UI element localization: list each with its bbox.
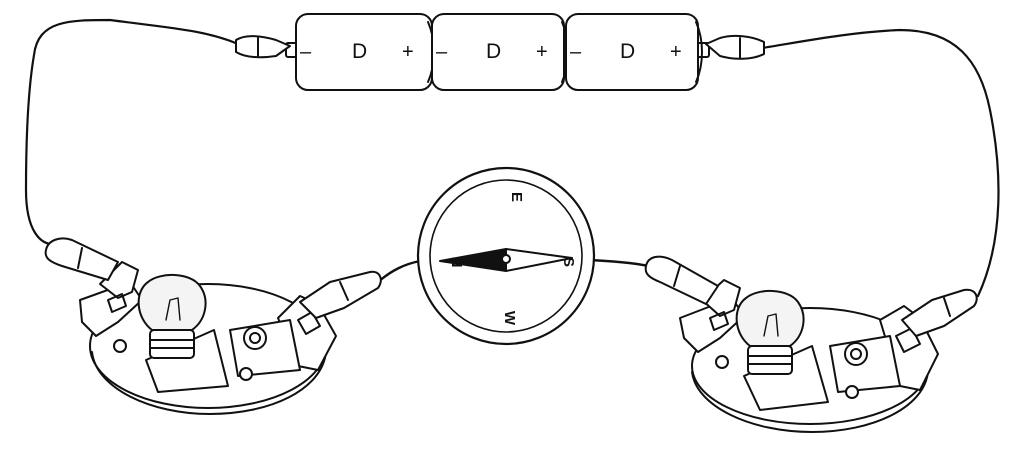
- bulb-holder-left: [44, 237, 382, 415]
- battery-3-positive-sign: +: [670, 41, 682, 63]
- wire-battery-to-left-bulb: [24, 18, 240, 246]
- compass-letter-north: N: [448, 257, 465, 268]
- screw-right: [844, 342, 868, 366]
- battery-2-positive-sign: +: [536, 41, 548, 63]
- bulb-glass-left: [137, 274, 207, 331]
- alligator-clip-left-outer: [44, 237, 119, 281]
- wire-battery-to-right-bulb: [760, 28, 1000, 298]
- battery-cell-3: – D +: [565, 13, 703, 91]
- battery-1-negative-sign: –: [300, 41, 312, 63]
- alligator-clip-left-inner: [299, 270, 382, 319]
- bulb-holder-right: [644, 255, 978, 433]
- alligator-clip-right-outer: [901, 288, 978, 337]
- compass-letter-west: W: [501, 311, 518, 326]
- battery-3-label: D: [620, 40, 635, 63]
- battery-1-positive-sign: +: [402, 41, 414, 63]
- alligator-clip-battery-left: [235, 35, 291, 59]
- alligator-clip-right-inner: [644, 255, 719, 305]
- alligator-clip-battery-right: [705, 34, 765, 60]
- battery-2-label: D: [486, 40, 501, 63]
- battery-1-label: D: [352, 40, 367, 63]
- battery-2-negative-sign: –: [436, 41, 448, 63]
- battery-cell-2: – D +: [431, 13, 569, 91]
- battery-3-negative-sign: –: [570, 41, 582, 63]
- battery-pack: – D + – D + – D +: [285, 13, 710, 91]
- compass: N E S W: [416, 166, 596, 346]
- compass-pivot: [501, 254, 511, 264]
- compass-inner-ring: [429, 179, 583, 333]
- compass-letter-south: S: [560, 257, 577, 267]
- bulb-glass-right: [735, 290, 805, 347]
- screw-left: [243, 326, 267, 350]
- compass-letter-east: E: [508, 192, 525, 202]
- battery-cell-1: – D +: [295, 13, 435, 91]
